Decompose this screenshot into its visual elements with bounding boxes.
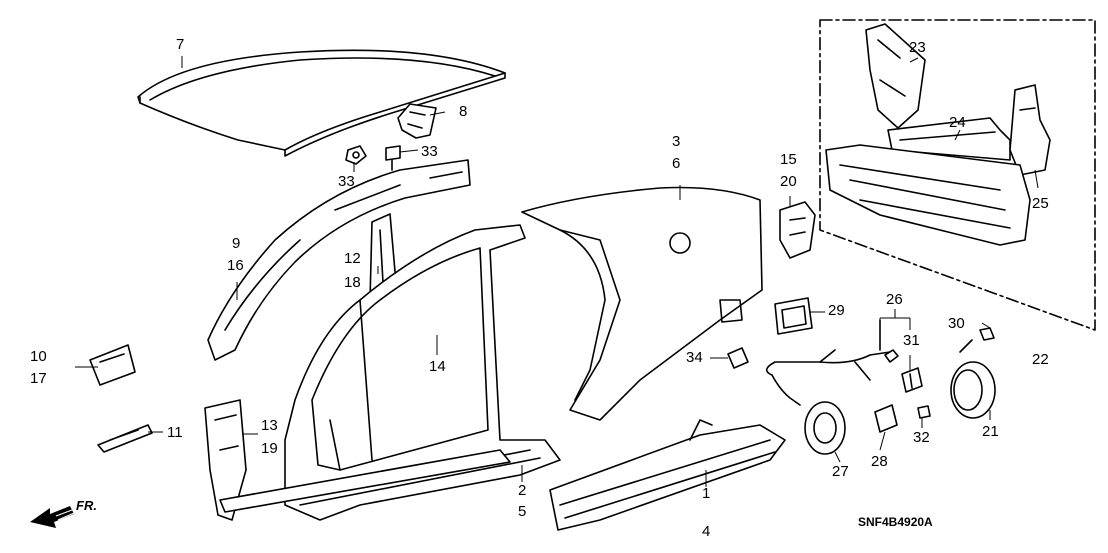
outer-side-panel: [284, 224, 561, 521]
front-direction-label: FR.: [76, 498, 97, 513]
callout-14: 14: [429, 358, 446, 375]
front-pillar-lower: [204, 399, 247, 521]
callout-3: 3: [672, 133, 681, 150]
callout-16: 16: [227, 257, 244, 274]
callout-9: 9: [232, 235, 241, 252]
rear-assembly-boundary: [819, 19, 1096, 331]
callout-5: 5: [518, 503, 527, 520]
inner-sill: [219, 449, 511, 513]
side-sill: [549, 419, 786, 531]
part-28-socket: [874, 404, 898, 433]
callout-25: 25: [1032, 195, 1049, 212]
callout-18: 18: [344, 274, 361, 291]
callout-26: 26: [886, 291, 903, 308]
leader-lines: [75, 56, 1039, 487]
rear-panel-assembly: [825, 23, 1051, 246]
callout-29: 29: [828, 302, 845, 319]
fuel-filler-base: [804, 401, 846, 455]
roof-panel: [137, 49, 506, 157]
callout-30: 30: [948, 315, 965, 332]
callout-28: 28: [871, 453, 888, 470]
part-31-stay: [901, 367, 923, 393]
callout-33b: 33: [421, 143, 438, 160]
roof-side-rail: [207, 159, 471, 361]
callout-19: 19: [261, 440, 278, 457]
callout-4: 4: [702, 523, 711, 540]
callout-34: 34: [686, 349, 703, 366]
callout-2: 2: [518, 482, 527, 499]
fuel-housing: [779, 201, 816, 259]
bolt-30: [959, 327, 995, 353]
callout-24: 24: [949, 114, 966, 131]
rear-quarter-panel: [521, 186, 763, 421]
clip-right: [385, 145, 401, 171]
callout-20: 20: [780, 173, 797, 190]
fuel-lid-opener-cable: [765, 349, 891, 406]
callout-13: 13: [261, 417, 278, 434]
callout-27: 27: [832, 463, 849, 480]
diagram-code: SNF4B4920A: [858, 515, 933, 529]
callout-31: 31: [903, 332, 920, 349]
callout-10: 10: [30, 348, 47, 365]
callout-7: 7: [176, 36, 185, 53]
callout-33a: 33: [338, 173, 355, 190]
callout-1: 1: [702, 485, 711, 502]
part-34-grommet: [727, 347, 749, 369]
callout-22: 22: [1032, 351, 1049, 368]
clip-left: [345, 145, 367, 165]
fuel-lid: [950, 361, 996, 419]
callout-17: 17: [30, 370, 47, 387]
callout-23: 23: [909, 39, 926, 56]
callout-12: 12: [344, 250, 361, 267]
bracket-10: [89, 344, 136, 386]
callout-21: 21: [982, 423, 999, 440]
bracket-11: [97, 424, 153, 453]
callout-15: 15: [780, 151, 797, 168]
bracket-29: [774, 297, 813, 335]
screw-32: [917, 405, 931, 419]
callout-32: 32: [913, 429, 930, 446]
callout-8: 8: [459, 103, 468, 120]
callout-11: 11: [167, 424, 183, 441]
roof-bracket: [397, 103, 437, 139]
front-direction-arrow-icon: [30, 506, 75, 528]
callout-6: 6: [672, 155, 681, 172]
